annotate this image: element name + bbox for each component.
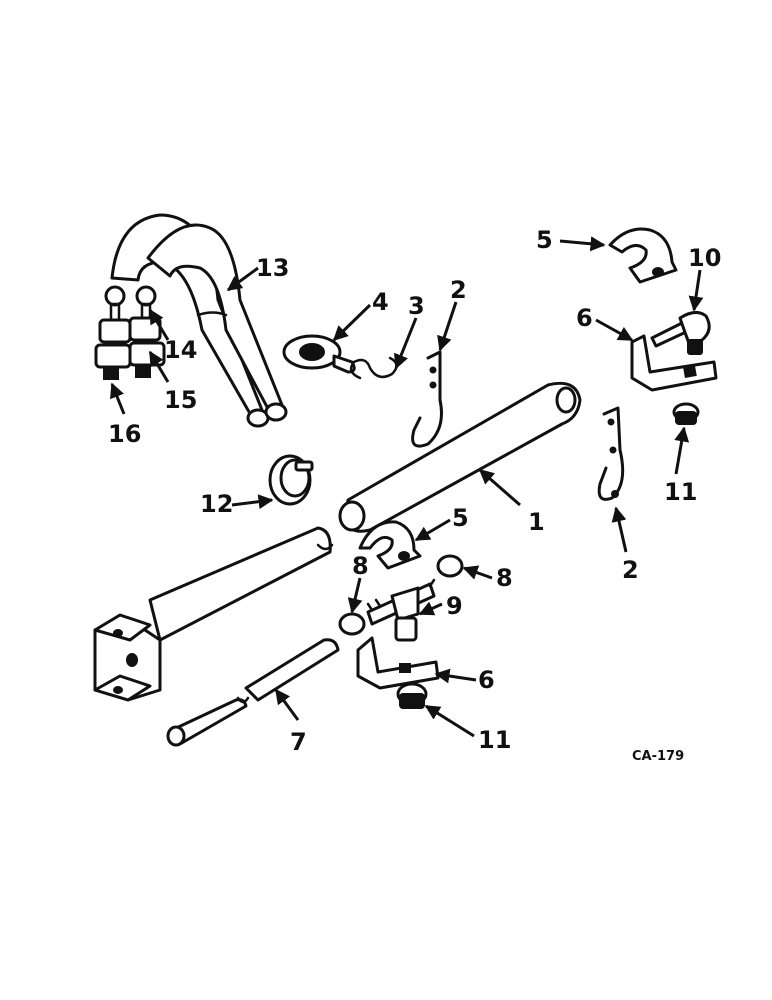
main-pipe [93,381,582,702]
hose-clamp [268,454,314,506]
callout-3: 3 [408,292,425,320]
callout-6-upper: 6 [576,304,593,332]
callout-11-right: 11 [664,478,697,506]
callout-13: 13 [256,254,289,282]
callout-12: 12 [200,490,233,518]
tube [166,638,340,747]
callout-1: 1 [528,508,545,536]
tee-fitting [366,578,436,642]
callout-15: 15 [164,386,197,414]
saddle-clamp-upper [608,227,678,284]
callout-4: 4 [372,288,389,316]
small-clamps [338,554,464,636]
drawing-code: CA-179 [632,749,684,764]
callout-10: 10 [688,244,721,272]
callout-6-lower: 6 [478,666,495,694]
callout-5-upper: 5 [536,226,553,254]
callout-16: 16 [108,420,141,448]
callout-11-lower: 11 [478,726,511,754]
nut-lower [396,682,428,709]
callout-9: 9 [446,592,463,620]
hoses [110,213,288,428]
callout-8-left: 8 [352,552,369,580]
mounting-bracket-right [630,311,718,392]
callout-8-right: 8 [496,564,513,592]
callout-labels: 1 2 2 3 4 5 5 6 6 7 8 8 9 10 11 11 12 13… [108,226,721,764]
callout-14: 14 [164,336,197,364]
callout-7: 7 [290,728,307,756]
callout-5-lower: 5 [452,504,469,532]
nut-right [672,402,700,425]
saddle-clamp-lower [358,520,422,570]
callout-2-right: 2 [622,556,639,584]
valve-assemblies [94,285,166,380]
callout-2-upper: 2 [450,276,467,304]
pipe-strap-right [597,406,625,501]
clamp-and-clip [282,334,398,380]
leader-lines [110,236,704,738]
mounting-bracket-lower [356,636,440,690]
pipe-strap-upper [411,350,443,448]
